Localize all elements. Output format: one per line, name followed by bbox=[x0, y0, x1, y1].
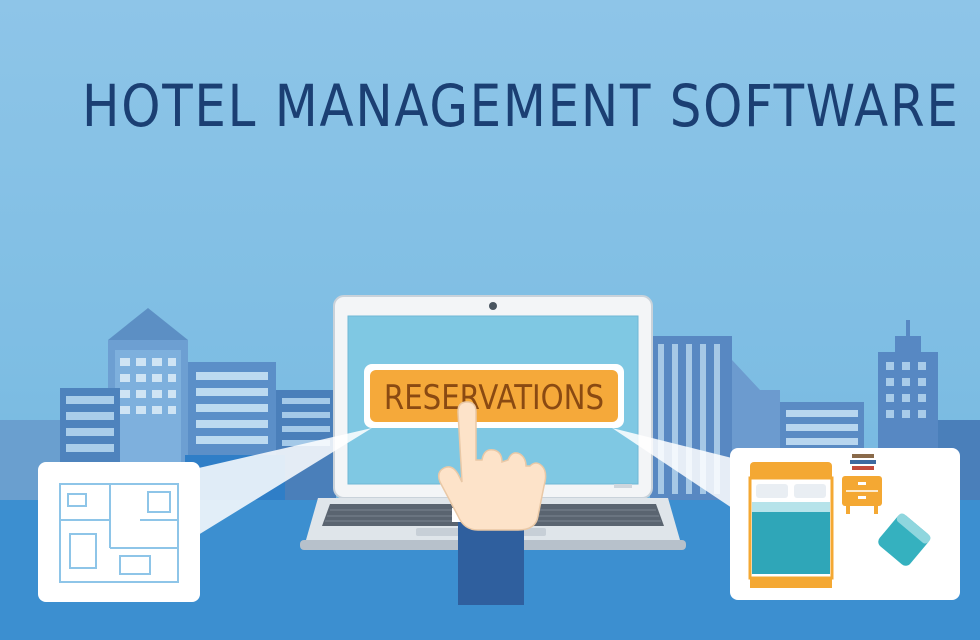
floor-plan-icon bbox=[38, 462, 200, 602]
pointing-hand-icon bbox=[437, 401, 547, 605]
bedroom-icon bbox=[730, 448, 960, 600]
reservations-button-label: RESERVATIONS bbox=[384, 379, 604, 418]
page-title: HOTEL MANAGEMENT SOFTWARE bbox=[82, 72, 960, 140]
reservations-button[interactable]: RESERVATIONS bbox=[364, 364, 624, 428]
callout-beam-left bbox=[190, 428, 372, 540]
